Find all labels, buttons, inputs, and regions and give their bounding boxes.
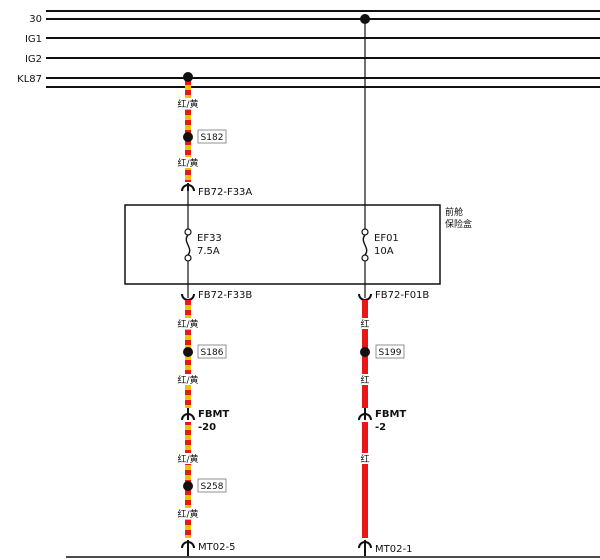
fuse-rating-ef01: 10A	[374, 246, 394, 257]
left-wire-color-label-5: 红/黄	[177, 453, 198, 465]
left-wire-color-label-3: 红/黄	[177, 318, 198, 330]
splice-dot-s186	[183, 347, 193, 357]
inline-connector-label-right-1: FBMT	[375, 409, 406, 420]
splice-dot-s258	[183, 481, 193, 491]
splice-dot-s199	[360, 347, 370, 357]
wire-label-bg	[175, 98, 201, 109]
fuse-name-ef33: EF33	[197, 233, 222, 244]
splice-label-s182: S182	[201, 133, 224, 143]
right-wire-bottom	[362, 300, 368, 545]
terminal-label-mt02-5: MT02-5	[198, 542, 235, 553]
bus-30-junction	[360, 14, 370, 24]
fuse-name-ef01: EF01	[374, 233, 399, 244]
inline-connector-label-left-2: -20	[198, 422, 216, 433]
fuse-left-terminal-top	[184, 228, 192, 236]
inline-connector-label-right-2: -2	[375, 422, 386, 433]
splice-label-s258: S258	[201, 482, 224, 492]
left-wire-color-label-4: 红/黄	[177, 374, 198, 386]
bus-labels: 30 IG1 IG2 KL87	[17, 14, 42, 85]
splice-label-s199: S199	[379, 348, 402, 358]
right-wire-color-label-1: 红	[360, 318, 369, 330]
left-wire-bottom	[185, 300, 191, 545]
splice-dot-s182	[183, 132, 193, 142]
bus-kl87-junction	[183, 72, 193, 82]
bus-lines	[46, 10, 600, 88]
fuse-left-terminal-bottom	[184, 254, 192, 262]
splice-box-s186	[197, 344, 227, 359]
left-wire-color-label-1: 红/黄	[177, 98, 198, 110]
wire-label-bg	[175, 157, 201, 168]
fuse-right-terminal-bottom	[361, 254, 369, 262]
bus-label-ig1: IG1	[25, 34, 42, 45]
left-wire-top	[185, 78, 191, 182]
wire-label-bg	[357, 374, 373, 385]
inline-connector-label-left-1: FBMT	[198, 409, 229, 420]
wire-label-bg	[175, 374, 201, 385]
fuse-ef01-icon	[362, 234, 368, 256]
splice-box-s182	[197, 129, 227, 144]
left-wire-color-label-6: 红/黄	[177, 508, 198, 520]
right-wire-color-label-3: 红	[360, 453, 369, 465]
splice-box-s199	[375, 344, 405, 359]
fuse-box	[124, 204, 441, 285]
right-wire-color-label-2: 红	[360, 374, 369, 386]
connector-label-fb72-f01b: FB72-F01B	[375, 290, 429, 301]
wire-label-bg	[175, 453, 201, 464]
fuse-box-title-line1: 前舱	[445, 206, 463, 218]
wire-label-bg	[175, 318, 201, 329]
wire-label-bg	[357, 318, 373, 329]
splice-label-s186: S186	[201, 348, 224, 358]
wire-label-bg	[175, 508, 201, 519]
bus-label-kl87: KL87	[17, 74, 42, 85]
bus-label-ig2: IG2	[25, 54, 42, 65]
wire-label-bg	[357, 453, 373, 464]
fuse-ef33-icon	[185, 234, 191, 256]
fuse-right-terminal-top	[361, 228, 369, 236]
left-wire-color-label-2: 红/黄	[177, 157, 198, 169]
terminal-label-mt02-1: MT02-1	[375, 544, 412, 555]
splice-box-s258	[197, 478, 227, 493]
fuse-box-title-line2: 保险盒	[445, 218, 472, 230]
bus-label-30: 30	[29, 14, 42, 25]
connector-label-fb72-f33a: FB72-F33A	[198, 187, 252, 198]
fuse-rating-ef33: 7.5A	[197, 246, 220, 257]
connector-label-fb72-f33b: FB72-F33B	[198, 290, 252, 301]
